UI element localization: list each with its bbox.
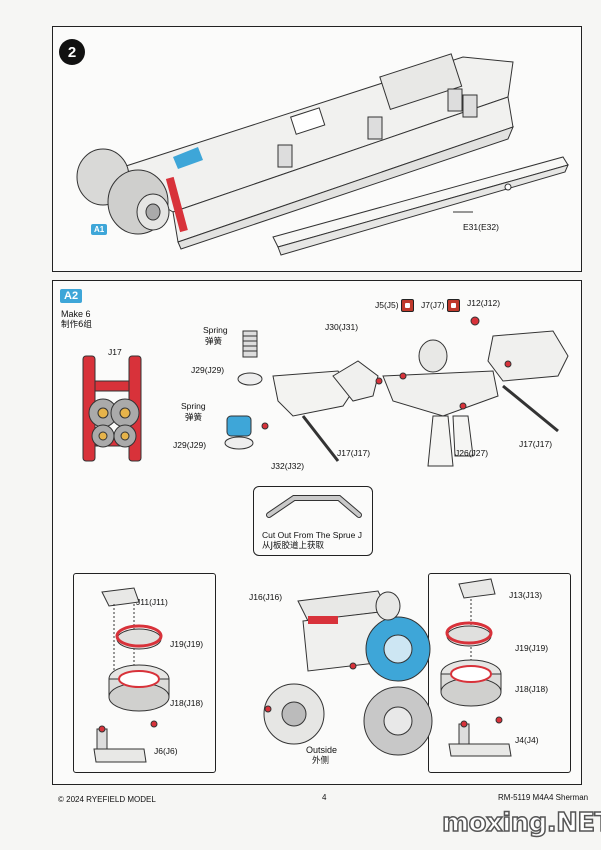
label-j17-right: J17(J17): [519, 439, 553, 449]
idler-wheel-right-drawing: [440, 578, 512, 757]
label-spring-mid-cn: 弹簧: [185, 413, 203, 423]
a2-tag: A2: [60, 289, 83, 303]
hull-floor-drawing: [76, 53, 569, 256]
label-j7: J7(J7): [421, 299, 460, 312]
center-bogie-wheel-drawing: [263, 590, 433, 756]
cutout-marker-icon: [401, 299, 414, 312]
label-j19-right: J19(J19): [515, 643, 549, 653]
label-j18-right: J18(J18): [515, 684, 549, 694]
label-spring-top: Spring: [203, 325, 228, 335]
label-j30: J30(J31): [325, 322, 359, 332]
model-code-footer: RM-5119 M4A4 Sherman: [498, 793, 589, 802]
label-j16: J16(J16): [249, 592, 283, 602]
cutout-marker-icon: [447, 299, 460, 312]
j16-part-drawing: [266, 495, 362, 518]
label-outside-cn: 外侧: [312, 756, 330, 766]
spring-assembly-drawing: [224, 330, 383, 462]
label-j29-top: J29(J29): [191, 365, 225, 375]
label-spring-top-cn: 弹簧: [205, 337, 223, 347]
detail-box-left: J11(J11) J19(J19) J18(J18) J6(J6): [73, 573, 216, 773]
cutout-label-cn: 从J板胶道上获取: [262, 541, 325, 551]
label-j6: J6(J6): [154, 746, 178, 756]
label-j4: J4(J4): [515, 735, 539, 745]
idler-wheel-left-drawing: [93, 587, 170, 763]
label-j12: J12(J12): [467, 298, 501, 308]
label-j29-mid: J29(J29): [173, 440, 207, 450]
page-number: 4: [322, 793, 327, 802]
step-number-badge: 2: [59, 39, 85, 65]
label-j5-text: J5(J5): [375, 299, 399, 310]
label-j17-mid: J17(J17): [337, 448, 371, 458]
label-j32: J32(J32): [271, 461, 305, 471]
step-2-panel: 2 A1: [52, 26, 582, 272]
label-j26: J26(J27): [455, 448, 489, 458]
label-j5: J5(J5): [375, 299, 414, 312]
label-j11: J11(J11): [136, 597, 168, 607]
label-j17-left: J17: [108, 347, 122, 357]
label-outside: Outside: [306, 745, 338, 755]
copyright-footer: © 2024 RYEFIELD MODEL: [58, 795, 156, 804]
detail-box-right: J13(J13) J19(J19) J18(J18) J4(J4): [428, 573, 571, 773]
label-j19-left: J19(J19): [170, 639, 204, 649]
make-count-label-cn: 制作6组: [61, 320, 92, 330]
sprue-callout: Cut Out From The Sprue J 从J板胶道上获取: [253, 486, 373, 556]
step-a2-panel: A2 Make 6 制作6组 J17 Spring: [52, 280, 582, 785]
label-j7-text: J7(J7): [421, 299, 445, 310]
bogie-assembly-drawing: [82, 355, 142, 462]
a1-tag: A1: [91, 224, 108, 235]
label-spring-mid: Spring: [181, 401, 206, 411]
label-j18-left: J18(J18): [170, 698, 204, 708]
bogie-exploded-drawing: [382, 316, 569, 467]
make-count-label: Make 6: [61, 309, 91, 319]
watermark-logo: moxing.NET: [441, 807, 601, 839]
part-label-e31: E31(E32): [463, 222, 499, 232]
cutout-label-en: Cut Out From The Sprue J: [262, 530, 362, 540]
label-j13: J13(J13): [509, 590, 543, 600]
